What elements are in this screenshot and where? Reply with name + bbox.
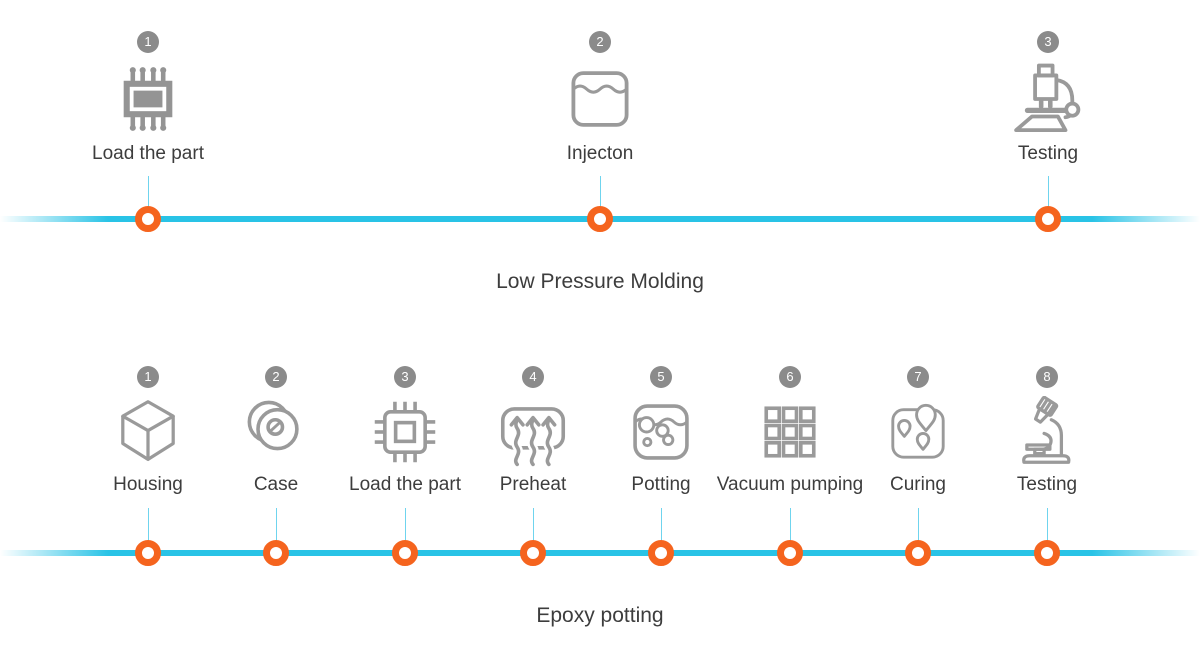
connector-line: [533, 508, 534, 551]
liquid-container-icon: [562, 61, 638, 137]
timeline-marker: [263, 540, 289, 566]
chip-filled-icon: [110, 61, 186, 137]
microscope-icon: [1010, 61, 1086, 137]
step-number-badge: 3: [394, 366, 416, 388]
step-load-the-part: 1 Load the part: [63, 31, 233, 165]
step-preheat: 4 Preheat: [448, 366, 618, 496]
chip-outline-icon: [369, 396, 441, 468]
connector-line: [600, 176, 601, 217]
timeline-bottom: [0, 550, 1200, 556]
connector-line: [1047, 508, 1048, 551]
step-label: Vacuum pumping: [716, 474, 864, 495]
step-case: 2 Case: [191, 366, 361, 496]
step-label: Curing: [890, 474, 946, 495]
section-title-top: Low Pressure Molding: [496, 270, 704, 293]
step-number-badge: 7: [907, 366, 929, 388]
step-number-badge: 1: [137, 366, 159, 388]
connector-line: [148, 508, 149, 551]
step-potting: 5 Potting: [576, 366, 746, 496]
step-curing: 7 Curing: [833, 366, 1003, 496]
step-injecton: 2 Injecton: [515, 31, 685, 165]
timeline-marker: [520, 540, 546, 566]
step-label: Testing: [1017, 143, 1079, 164]
curing-pins-icon: [882, 396, 954, 468]
grid-squares-icon: [754, 396, 826, 468]
connector-line: [276, 508, 277, 551]
step-housing: 1 Housing: [63, 366, 233, 496]
step-testing-2: 8 Testing: [962, 366, 1132, 496]
step-number-badge: 1: [137, 31, 159, 53]
connector-line: [790, 508, 791, 551]
step-label: Load the part: [92, 143, 204, 164]
step-number-badge: 8: [1036, 366, 1058, 388]
step-label: Preheat: [499, 474, 567, 495]
step-label: Testing: [1016, 474, 1078, 495]
section-title-bottom: Epoxy potting: [536, 604, 664, 627]
step-number-badge: 6: [779, 366, 801, 388]
timeline-marker: [135, 540, 161, 566]
timeline-marker: [587, 206, 613, 232]
timeline-marker: [648, 540, 674, 566]
preheat-arrows-icon: [497, 396, 569, 468]
microscope-tilted-icon: [1011, 396, 1083, 468]
timeline-marker: [905, 540, 931, 566]
timeline-marker: [1034, 540, 1060, 566]
step-label: Potting: [631, 474, 691, 495]
step-label: Housing: [113, 474, 183, 495]
step-number-badge: 2: [589, 31, 611, 53]
connector-line: [661, 508, 662, 551]
connector-line: [405, 508, 406, 551]
step-vacuum-pumping: 6 Vacuum pumping: [705, 366, 875, 496]
cube-icon: [112, 396, 184, 468]
step-label: Case: [253, 474, 299, 495]
step-number-badge: 2: [265, 366, 287, 388]
step-label: Injecton: [566, 143, 634, 164]
step-testing: 3 Testing: [963, 31, 1133, 165]
step-load-the-part-2: 3 Load the part: [320, 366, 490, 496]
step-number-badge: 3: [1037, 31, 1059, 53]
timeline-marker: [392, 540, 418, 566]
potting-bubbles-icon: [625, 396, 697, 468]
timeline-marker: [135, 206, 161, 232]
step-number-badge: 5: [650, 366, 672, 388]
case-discs-icon: [240, 396, 312, 468]
timeline-marker: [1035, 206, 1061, 232]
step-label: Load the part: [349, 474, 461, 495]
connector-line: [1048, 176, 1049, 217]
timeline-marker: [777, 540, 803, 566]
step-number-badge: 4: [522, 366, 544, 388]
connector-line: [918, 508, 919, 551]
connector-line: [148, 176, 149, 217]
